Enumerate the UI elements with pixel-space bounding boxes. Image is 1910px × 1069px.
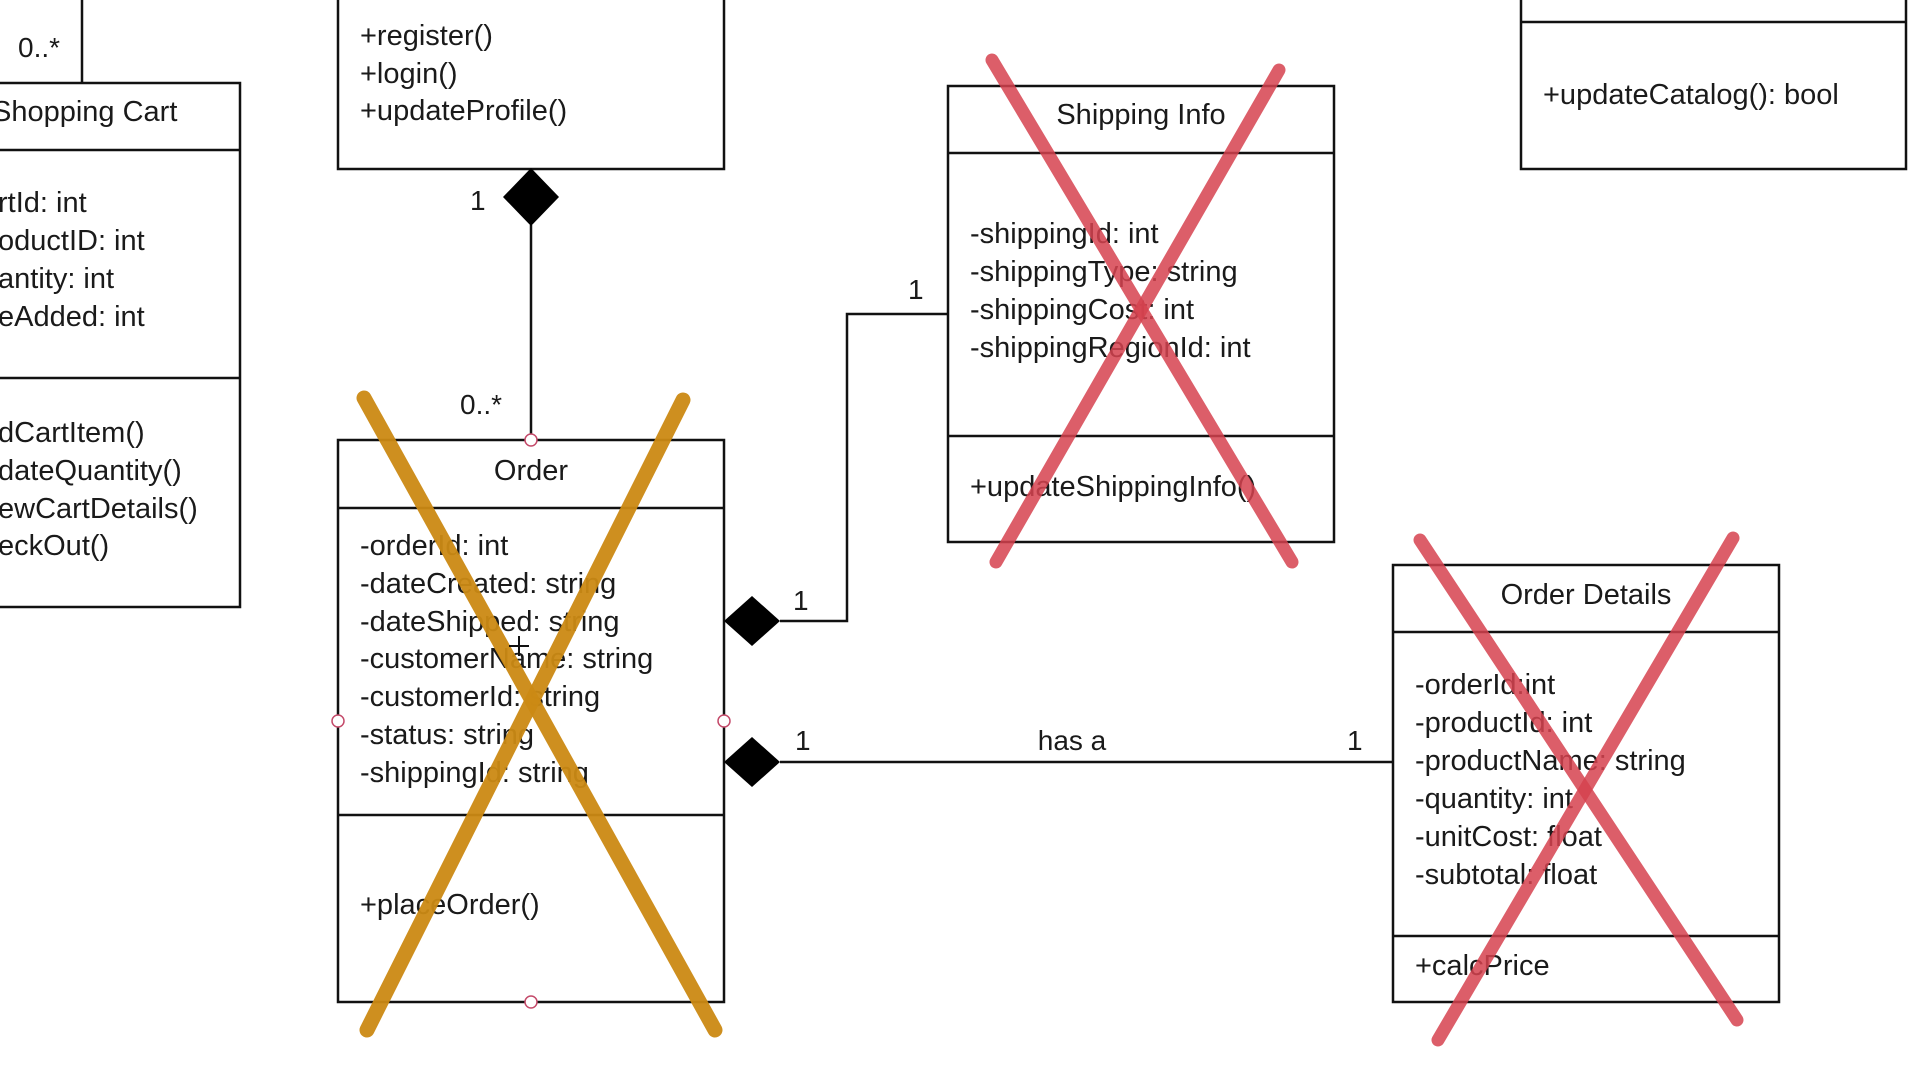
shopping-cart-class[interactable]: Shopping Cart rtId: int oductID: int ant… [0,81,242,609]
order-details-attribute: -unitCost: float [1415,821,1602,853]
order-method: +placeOrder() [360,889,540,921]
selection-handle[interactable] [524,995,538,1009]
shipping-info-attribute: -shippingCost: int [970,294,1194,326]
user-order-multiplicity-top: 1 [470,185,486,216]
catalog-class[interactable]: +updateCatalog(): bool [1519,0,1908,171]
order-details-attribute: -productId: int [1415,707,1592,739]
order-shipping-connector [780,312,948,623]
order-attribute: -dateCreated: string [360,568,616,600]
order-details-multiplicity-order: 1 [795,725,811,756]
move-cursor-icon [509,636,529,656]
shopping-cart-attribute: eAdded: int [0,301,145,333]
association-label: has a [1038,725,1107,756]
order-attribute: -shippingId: string [360,757,589,789]
catalog-method: +updateCatalog(): bool [1543,79,1839,111]
order-details-cross-out [1413,531,1744,1047]
shipping-info-cross-out [985,53,1299,569]
order-shipping-multiplicity-shipping: 1 [908,274,924,305]
shopping-cart-attribute: oductID: int [0,225,145,257]
shopping-cart-attribute: antity: int [0,263,114,295]
order-details-attribute: -productName: string [1415,745,1686,777]
order-details-multiplicity-details: 1 [1347,725,1363,756]
user-order-multiplicity-bottom: 0..* [460,389,502,420]
shopping-cart-method: dCartItem() [0,417,145,449]
shopping-cart-method: eckOut() [0,530,109,562]
composition-diamond [503,168,559,226]
order-cross-out [356,390,723,1038]
shopping-cart-title: Shopping Cart [0,96,177,128]
shopping-cart-attribute: rtId: int [0,187,87,219]
selection-handle[interactable] [717,714,731,728]
shipping-info-method: +updateShippingInfo() [970,471,1256,503]
order-details-attribute: -orderId:int [1415,669,1555,701]
order-attribute: -customerId: string [360,681,600,713]
user-method: +login() [360,58,458,90]
user-method: +updateProfile() [360,95,567,127]
composition-diamond [724,596,780,646]
shopping-cart-method: dateQuantity() [0,455,182,487]
order-shipping-multiplicity-order: 1 [793,585,809,616]
shipping-info-title: Shipping Info [1056,99,1225,131]
order-details-title: Order Details [1501,579,1672,611]
order-title: Order [494,455,568,487]
order-details-attribute: -subtotal: float [1415,859,1597,891]
user-method: +register() [360,20,493,52]
cart-multiplicity: 0..* [18,32,60,63]
selection-handle[interactable] [524,433,538,447]
user-class[interactable]: +register() +login() +updateProfile() [336,0,726,171]
shopping-cart-method: ewCartDetails() [0,493,198,525]
order-details-attribute: -quantity: int [1415,783,1573,815]
shipping-info-attribute: -shippingType: string [970,256,1238,288]
shipping-info-class[interactable]: Shipping Info -shippingId: int -shipping… [946,84,1336,544]
selection-handle[interactable] [331,714,345,728]
shipping-info-attribute: -shippingId: int [970,218,1159,250]
order-class[interactable]: Order -orderId: int -dateCreated: string… [336,438,726,1004]
composition-diamond [724,737,780,787]
